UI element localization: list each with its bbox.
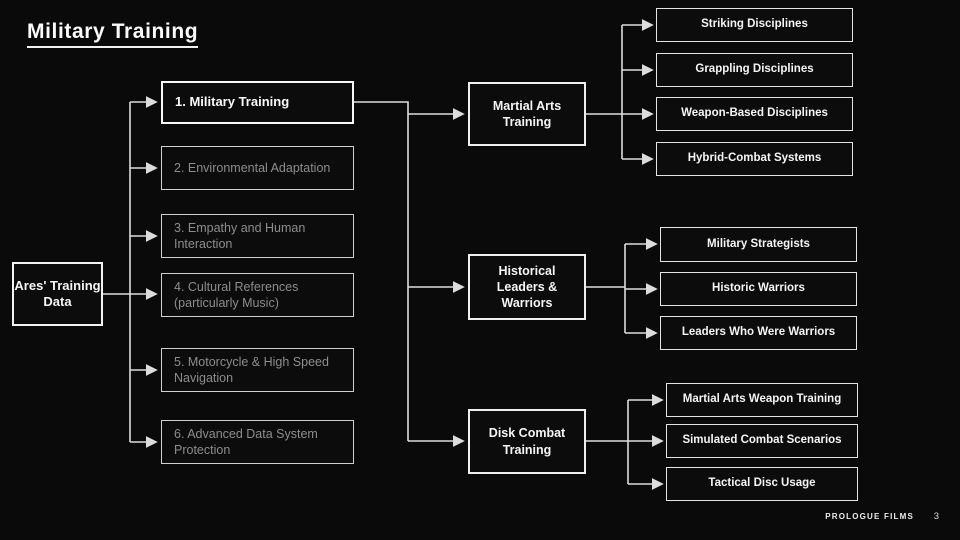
node-label: Martial Arts Training (492, 98, 562, 129)
node-leaf-historic-warriors: Historic Warriors (660, 272, 857, 306)
footer-page-number: 3 (933, 511, 939, 522)
node-label: Military Strategists (707, 237, 810, 250)
node-leaf-hybrid-combat-systems: Hybrid-Combat Systems (656, 142, 853, 176)
node-leaf-striking-disciplines: Striking Disciplines (656, 8, 853, 42)
node-label: Martial Arts Weapon Training (682, 393, 842, 406)
node-label: 5. Motorcycle & High Speed Navigation (174, 354, 329, 385)
node-label: Simulated Combat Scenarios (682, 434, 842, 447)
node-topic-empathy-human-interaction: 3. Empathy and Human Interaction (161, 214, 354, 258)
node-label: 1. Military Training (175, 94, 290, 110)
node-leaf-leaders-who-were-warriors: Leaders Who Were Warriors (660, 316, 857, 350)
node-label: 3. Empathy and Human Interaction (174, 220, 306, 251)
node-topic-military-training: 1. Military Training (161, 81, 354, 124)
node-label: Grappling Disciplines (695, 63, 814, 76)
node-leaf-simulated-combat-scenarios: Simulated Combat Scenarios (666, 424, 858, 458)
node-branch-historical-leaders-warriors: Historical Leaders & Warriors (468, 254, 586, 320)
node-label: Tactical Disc Usage (708, 477, 816, 490)
node-label: 4. Cultural References (particularly Mus… (174, 279, 299, 310)
node-label: 6. Advanced Data System Protection (174, 426, 318, 457)
wire-branch1-spine (585, 25, 623, 159)
wire-branch2-spine (585, 244, 626, 333)
node-topic-cultural-references: 4. Cultural References (particularly Mus… (161, 273, 354, 317)
node-label: 2. Environmental Adaptation (174, 160, 331, 175)
node-ares-training-data: Ares' Training Data (12, 262, 103, 326)
node-label: Leaders Who Were Warriors (681, 326, 836, 339)
node-label: Disk Combat Training (488, 426, 566, 457)
node-leaf-tactical-disc-usage: Tactical Disc Usage (666, 467, 858, 501)
node-label: Weapon-Based Disciplines (681, 107, 828, 120)
wire-branch-spine (354, 101, 409, 441)
node-label: Ares' Training Data (14, 277, 101, 309)
node-topic-motorcycle-navigation: 5. Motorcycle & High Speed Navigation (161, 348, 354, 392)
node-topic-environmental-adaptation: 2. Environmental Adaptation (161, 146, 354, 190)
node-leaf-military-strategists: Military Strategists (660, 227, 857, 262)
node-leaf-grappling-disciplines: Grappling Disciplines (656, 53, 853, 87)
node-leaf-martial-arts-weapon-training: Martial Arts Weapon Training (666, 383, 858, 417)
node-label: Hybrid-Combat Systems (687, 152, 822, 165)
footer-brand: PROLOGUE FILMS (825, 512, 914, 521)
node-label: Striking Disciplines (701, 18, 808, 31)
node-topic-data-system-protection: 6. Advanced Data System Protection (161, 420, 354, 464)
wire-branch3-spine (585, 400, 629, 484)
node-leaf-weapon-based-disciplines: Weapon-Based Disciplines (656, 97, 853, 131)
slide-title: Military Training (27, 20, 199, 48)
node-branch-disk-combat-training: Disk Combat Training (468, 409, 586, 474)
node-branch-martial-arts-training: Martial Arts Training (468, 82, 586, 146)
node-label: Historic Warriors (712, 282, 805, 295)
node-label: Historical Leaders & Warriors (496, 263, 558, 311)
